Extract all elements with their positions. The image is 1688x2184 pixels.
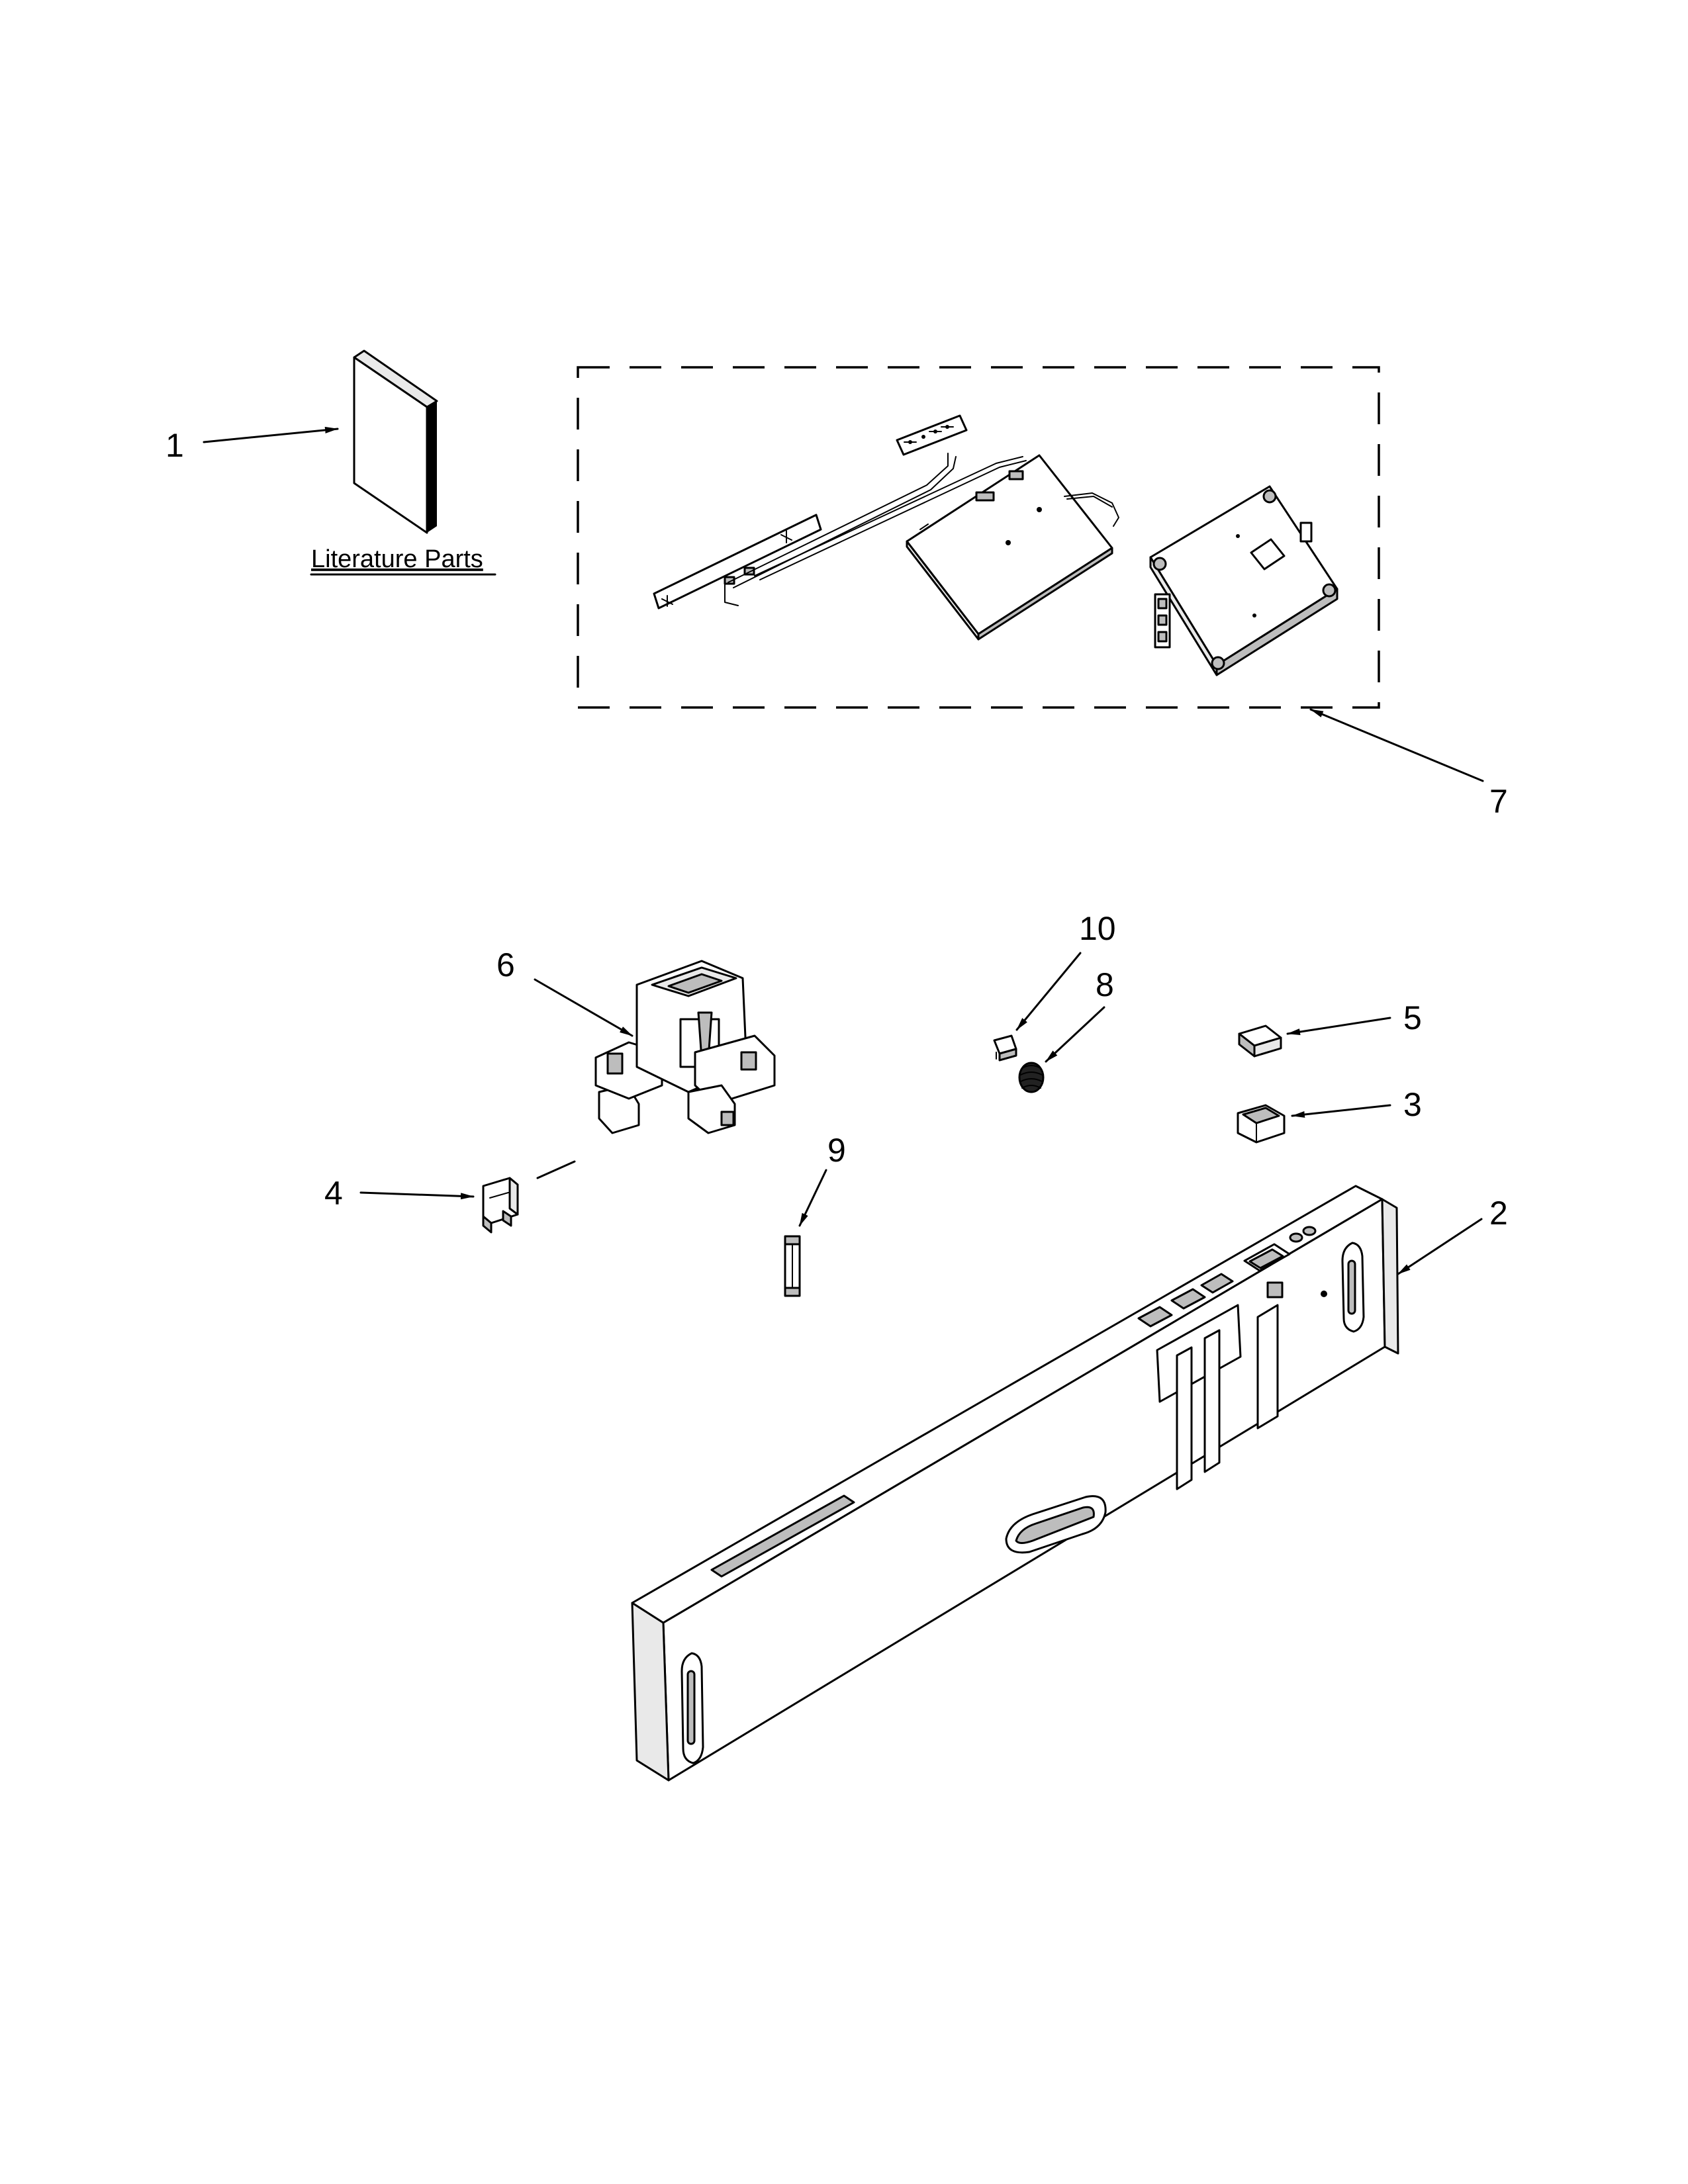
callout-2: 2 [1489,1195,1508,1232]
leader-6 [534,978,633,1037]
callout-7: 7 [1489,783,1508,820]
leader-8 [1045,1006,1105,1063]
touch-strip-top [896,414,968,456]
dispenser-assembly [594,960,776,1134]
callout-1: 1 [165,427,184,464]
small-cap-part [993,1034,1017,1062]
control-panel [631,1185,1399,1782]
leader-1 [203,426,339,443]
button-cap-part [1238,1024,1282,1058]
leader-3 [1291,1104,1391,1118]
callout-6: 6 [496,946,515,983]
leader-7 [1309,708,1484,782]
bracket-part [482,1160,576,1234]
leader-4 [359,1191,475,1200]
callout-10: 10 [1079,910,1116,947]
touch-strip-left [653,514,822,610]
leader-5 [1286,1017,1391,1036]
literature-book [353,349,438,534]
leader-10 [1015,952,1082,1031]
callout-9: 9 [827,1132,846,1169]
power-board [1149,485,1338,676]
callout-8: 8 [1096,966,1114,1003]
callout-4: 4 [324,1175,343,1212]
callout-5: 5 [1403,999,1422,1036]
control-board [906,454,1119,641]
open-box-part [1237,1104,1286,1144]
callout-3: 3 [1403,1086,1422,1123]
fuse-part [784,1235,801,1297]
literature-parts-label: Literature Parts [311,545,483,573]
ribbon-cable [724,453,1027,606]
leader-2 [1397,1218,1483,1275]
leader-9 [798,1169,827,1227]
spring-part [1018,1062,1045,1093]
